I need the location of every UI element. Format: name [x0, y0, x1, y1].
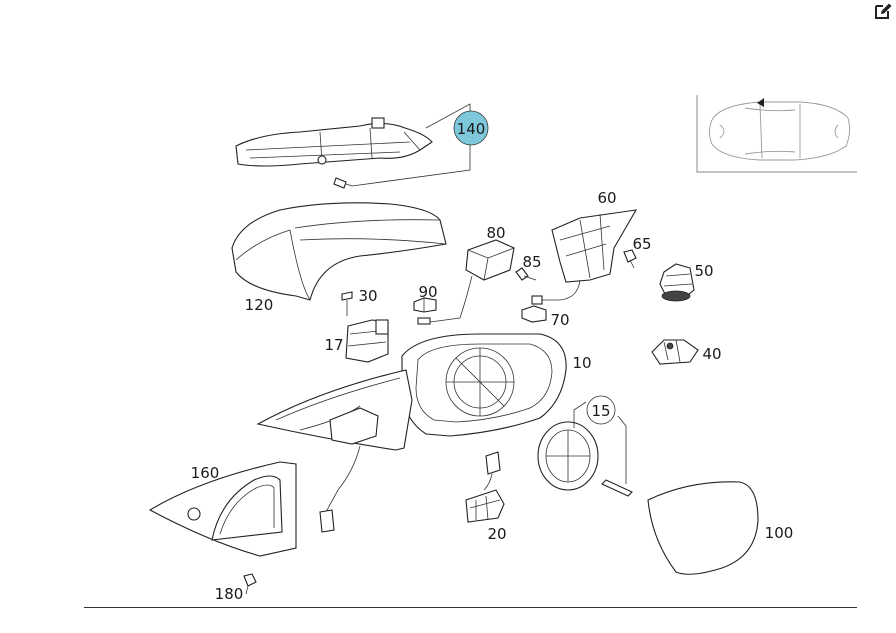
part-mirror-shell [256, 369, 413, 533]
callout-15[interactable]: 15 [586, 395, 616, 425]
part-60-bracket [531, 209, 638, 305]
part-160-base-cover [148, 461, 297, 557]
part-70-connector [521, 305, 547, 323]
car-thumbnail [696, 95, 857, 173]
part-120-mirror-cover [231, 202, 447, 301]
callout-40[interactable]: 40 [702, 345, 721, 363]
part-65-screw [623, 249, 637, 269]
callout-30[interactable]: 30 [358, 287, 377, 305]
part-15-carrier [537, 401, 633, 497]
callout-160[interactable]: 160 [191, 464, 220, 482]
part-100-mirror-glass [647, 481, 759, 575]
part-20-harness [465, 451, 505, 523]
callout-60[interactable]: 60 [597, 189, 616, 207]
edit-button[interactable] [872, 0, 894, 22]
callout-85[interactable]: 85 [522, 253, 541, 271]
edit-icon [875, 3, 892, 19]
callout-90[interactable]: 90 [418, 283, 437, 301]
part-140-turn-signal [235, 103, 471, 189]
part-85-screw [515, 267, 537, 281]
part-80-motor [417, 239, 515, 325]
callout-120[interactable]: 120 [245, 296, 274, 314]
part-180-screw [243, 573, 257, 595]
callout-80[interactable]: 80 [486, 224, 505, 242]
part-10-mirror-frame [401, 333, 567, 437]
part-90-clip [413, 297, 437, 313]
callout-140-label: 140 [457, 120, 486, 138]
part-17-control-unit [345, 319, 389, 363]
callout-140[interactable]: 140 [453, 110, 489, 146]
callout-100[interactable]: 100 [765, 524, 794, 542]
part-50-actuator [659, 263, 695, 302]
callout-20[interactable]: 20 [487, 525, 506, 543]
callout-70[interactable]: 70 [550, 311, 569, 329]
callout-50[interactable]: 50 [694, 262, 713, 280]
callout-15-label: 15 [591, 402, 610, 420]
callout-17[interactable]: 17 [324, 336, 343, 354]
callout-10[interactable]: 10 [572, 354, 591, 372]
callout-180[interactable]: 180 [215, 585, 244, 603]
bottom-divider [84, 607, 857, 608]
part-30-screw [341, 291, 353, 316]
part-40-sensor [651, 339, 699, 365]
callout-65[interactable]: 65 [632, 235, 651, 253]
